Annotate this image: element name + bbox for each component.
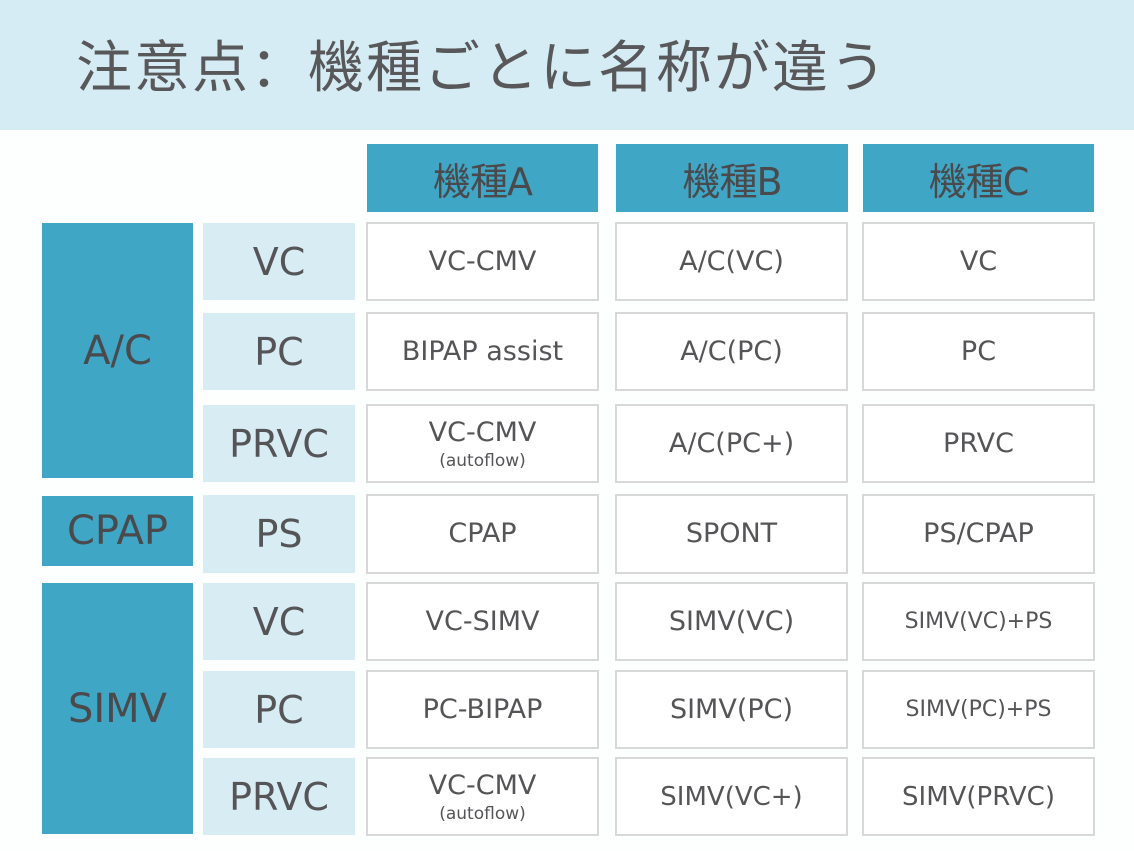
table-cell: SIMV(PC) [615,670,848,749]
mode-label: PS [255,512,303,556]
cell-value: A/C(PC) [680,335,783,367]
cell-value: PS/CPAP [923,518,1034,549]
table-cell: VC-SIMV [366,582,599,661]
mode-cell: VC [203,223,355,300]
column-header-model-c: 機種C [863,144,1094,212]
cell-value: SIMV(PC)+PS [905,696,1052,722]
cell-subvalue: (autoflow) [439,450,526,471]
group-label: SIMV [67,685,168,732]
cell-value: SIMV(PC) [669,693,794,725]
table-cell: VC-CMV [366,222,599,301]
table-cell: SIMV(PC)+PS [862,670,1095,749]
cell-value: VC-CMV [428,769,537,801]
table-cell: VC [862,222,1095,301]
cell-value: PC-BIPAP [422,693,543,725]
cell-value: SPONT [685,518,778,549]
mode-label: PC [254,329,304,374]
mode-cell: PRVC [203,405,355,482]
mode-cell: PRVC [203,758,355,835]
cell-value: PC [960,335,997,367]
cell-value: SIMV(VC) [668,605,795,637]
table-cell: VC-CMV(autoflow) [366,404,599,483]
mode-label: PRVC [229,774,329,819]
table-cell: PC-BIPAP [366,670,599,749]
column-header-label: 機種A [433,159,533,204]
group-header-ac: A/C [42,223,193,478]
cell-value: SIMV(PRVC) [902,781,1055,812]
table-cell: BIPAP assist [366,312,599,391]
cell-value: VC-CMV [428,245,537,277]
mode-label: VC [252,599,306,644]
cell-value: VC-CMV [428,416,537,448]
page-title: 注意点：機種ごとに名称が違う [76,36,888,101]
table-cell: VC-CMV(autoflow) [366,757,599,836]
table-cell: PS/CPAP [862,494,1095,574]
cell-value: BIPAP assist [401,335,564,367]
table-cell: PC [862,312,1095,391]
cell-value: CPAP [448,518,517,549]
cell-subvalue: (autoflow) [439,803,526,824]
group-label: CPAP [67,508,168,554]
cell-value: SIMV(VC+) [660,781,803,812]
table-cell: SIMV(VC+) [615,757,848,836]
mode-cell: VC [203,583,355,660]
cell-value: PRVC [943,427,1014,459]
mode-label: PRVC [229,421,329,466]
table-cell: PRVC [862,404,1095,483]
cell-value: VC [959,245,998,277]
table-cell: SIMV(PRVC) [862,757,1095,836]
table-cell: A/C(VC) [615,222,848,301]
table-cell: CPAP [366,494,599,574]
column-header-model-b: 機種B [616,144,848,212]
mode-label: PC [254,687,304,732]
table-cell: A/C(PC+) [615,404,848,483]
group-label: A/C [83,327,152,374]
table-cell: SIMV(VC) [615,582,848,661]
column-header-model-a: 機種A [367,144,598,212]
group-header-cpap: CPAP [42,496,193,566]
cell-value: A/C(VC) [679,245,784,277]
title-banner: 注意点：機種ごとに名称が違う [0,0,1134,130]
table-cell: SPONT [615,494,848,574]
cell-value: A/C(PC+) [668,427,795,459]
column-header-label: 機種C [928,159,1030,204]
table-cell: SIMV(VC)+PS [862,582,1095,661]
mode-cell: PS [203,495,355,573]
mode-label: VC [252,239,306,284]
column-header-label: 機種B [682,159,782,204]
table-cell: A/C(PC) [615,312,848,391]
group-header-simv: SIMV [42,583,193,834]
cell-value: SIMV(VC)+PS [904,608,1053,634]
cell-value: VC-SIMV [425,605,540,637]
mode-cell: PC [203,671,355,748]
mode-cell: PC [203,313,355,390]
